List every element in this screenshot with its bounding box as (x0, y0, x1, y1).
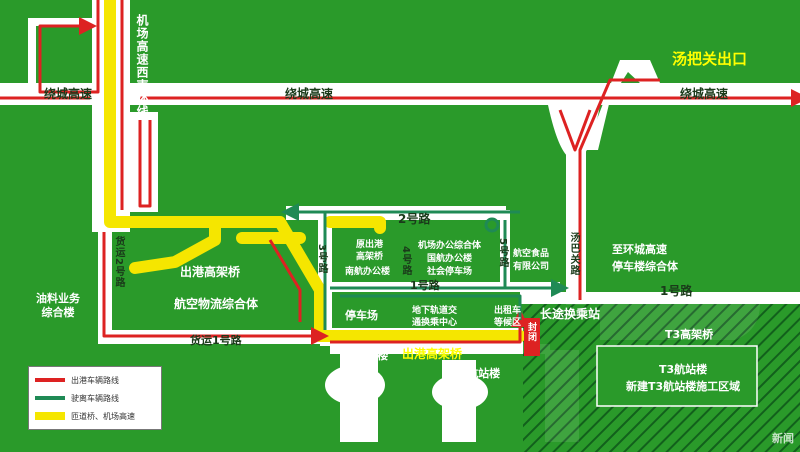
freight-road-1-label: 货运1号路 (190, 334, 242, 347)
legend: 出港车辆路线 驶离车辆路线 匝道桥、机场高速 (28, 366, 162, 430)
road-4-label: 4号路 (400, 246, 411, 276)
parking-label: 停车场 (345, 309, 378, 322)
arrival-routes (281, 203, 569, 330)
old-bridge-label: 原出港高架桥 (356, 240, 384, 262)
legend-row-arrival: 驶离车辆路线 (35, 391, 119, 405)
ring-expressway-label-mid: 绕城高速 (285, 87, 334, 101)
t3-building (596, 345, 758, 407)
viaduct-routes (104, 0, 526, 342)
viaduct-swatch (35, 412, 65, 420)
south-office-label: 南航办公楼 (345, 267, 391, 277)
freight-road-2-label: 货运2号路 (113, 236, 124, 288)
legend-row-viaduct: 匝道桥、机场高速 (35, 409, 135, 423)
restricted-block (524, 318, 540, 356)
legend-viaduct-label: 匝道桥、机场高速 (71, 411, 135, 421)
departure-swatch (35, 378, 65, 382)
ring-transfer-label: 至环城高速停车楼综合体 (612, 243, 678, 273)
exit-label: 汤把关出口 (672, 50, 748, 68)
ring-expressway-label-left: 绕城高速 (44, 87, 93, 101)
logistics-center-label: 航空物流综合体 (174, 297, 259, 311)
t3-label: T3航站楼新建T3航站楼施工区域 (626, 363, 741, 393)
coach-transfer-label: 长途换乘站 (540, 307, 601, 321)
road-3-label: 3号路 (316, 244, 327, 274)
road-5-label: 5号路 (497, 238, 508, 268)
oil-center-label: 油料业务综合楼 (36, 292, 80, 320)
departure-bridge-lower-label: 出港高架桥 (402, 347, 463, 361)
tangba-road-label: 汤巴关路 (568, 232, 579, 276)
road-2-label: 2号路 (398, 212, 431, 226)
t3-bridge-label: T3高架桥 (665, 328, 714, 341)
t2-label: T2航站楼 (452, 367, 501, 380)
legend-arrival-label: 驶离车辆路线 (71, 393, 119, 403)
taxi-wait-label: 出租车等候区 (494, 306, 522, 328)
airport-food-label: 航空食品有限公司 (513, 249, 550, 272)
t1-label: T1航站楼 (340, 349, 389, 362)
legend-row-departure: 出港车辆路线 (35, 373, 119, 387)
airport-offices-label: 机场办公综合体国航办公楼社会停车场 (418, 241, 482, 278)
ring-expressway-label-right: 绕城高速 (680, 87, 729, 101)
arrival-swatch (35, 396, 65, 400)
legend-departure-label: 出港车辆路线 (71, 375, 119, 385)
airport-expressway-label: 机场高速西南环线 (135, 14, 149, 118)
restricted-label: 封闭 (526, 322, 536, 342)
road-1-inner-label: 1号路 (410, 279, 440, 292)
watermark: 新闻 (772, 432, 794, 445)
departure-bridge-upper-label: 出港高架桥 (180, 265, 241, 279)
road-1-outer-label: 1号路 (660, 284, 693, 298)
metro-center-label: 地下轨道交通换乘中心 (412, 306, 458, 328)
departure-routes (0, 0, 800, 345)
